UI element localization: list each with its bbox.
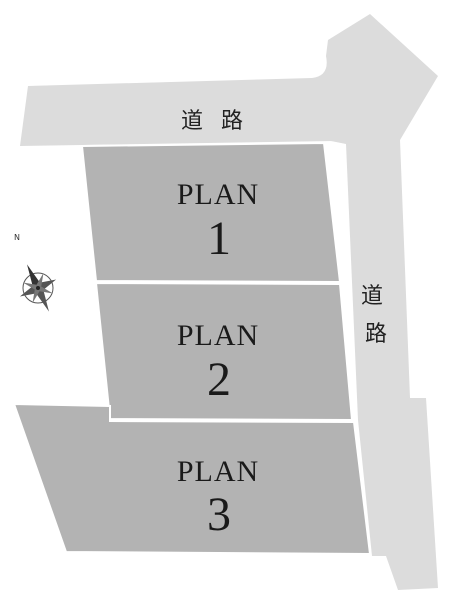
lot-1-number: 1 — [207, 212, 231, 265]
lot-3-label: PLAN — [177, 455, 259, 488]
lot-2-number: 2 — [207, 353, 231, 406]
north-road — [20, 14, 438, 146]
east-road — [326, 140, 438, 590]
east-road-label-char-1: 道 — [361, 284, 383, 309]
compass-rose-icon — [19, 264, 57, 312]
lot-plan-1 — [80, 141, 342, 284]
compass-north-letter: N — [14, 233, 20, 242]
east-road-label: 道 路 — [361, 284, 387, 347]
east-road-label-char-2: 路 — [365, 322, 387, 347]
lot-plan-2 — [94, 281, 354, 422]
lot-plan-3 — [12, 402, 372, 556]
lot-3-number: 3 — [207, 488, 231, 541]
lot-1-label: PLAN — [177, 178, 259, 211]
lot-2-label: PLAN — [177, 319, 259, 352]
north-road-label-char-2: 路 — [221, 109, 243, 134]
north-road-label: 道 路 — [181, 109, 243, 134]
north-road-label-char-1: 道 — [181, 109, 203, 134]
